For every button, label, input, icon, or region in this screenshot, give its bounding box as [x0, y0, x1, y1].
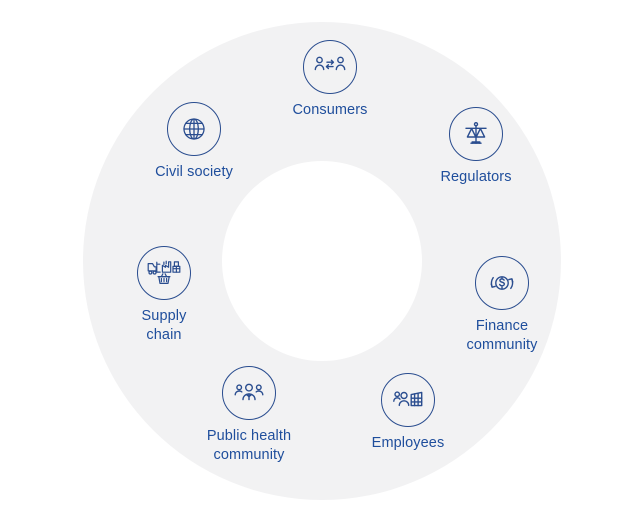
node-public-health-community[interactable]: Public health community: [169, 366, 329, 465]
node-regulators[interactable]: Regulators: [396, 107, 556, 187]
node-label-public-health-community: Public health community: [206, 428, 292, 463]
supply-chain-badge[interactable]: [137, 246, 191, 300]
consumers-badge[interactable]: [303, 40, 357, 94]
balance-scales-icon: [462, 120, 490, 148]
dollar-circulation-icon: [487, 269, 517, 297]
globe-icon: [180, 115, 208, 143]
civil-society-badge[interactable]: [167, 102, 221, 156]
employees-badge[interactable]: [381, 373, 435, 427]
forklift-factory-basket-icon: [146, 257, 182, 289]
public-health-community-badge[interactable]: [222, 366, 276, 420]
node-employees[interactable]: Employees: [328, 373, 488, 453]
node-label-employees: Employees: [371, 435, 445, 451]
node-label-finance-community: Finance community: [466, 318, 538, 353]
node-finance-community[interactable]: Finance community: [422, 256, 582, 355]
donut-ring-hole: [222, 161, 422, 361]
finance-community-badge[interactable]: [475, 256, 529, 310]
group-of-people-icon: [233, 380, 265, 406]
regulators-badge[interactable]: [449, 107, 503, 161]
node-label-consumers: Consumers: [292, 102, 368, 118]
people-workplace-icon: [392, 387, 424, 413]
node-label-regulators: Regulators: [440, 169, 512, 185]
node-consumers[interactable]: Consumers: [250, 40, 410, 120]
node-civil-society[interactable]: Civil society: [114, 102, 274, 182]
node-label-civil-society: Civil society: [155, 164, 233, 180]
two-people-exchange-icon: [314, 53, 346, 81]
node-supply-chain[interactable]: Supply chain: [84, 246, 244, 345]
node-label-supply-chain: Supply chain: [141, 308, 187, 343]
